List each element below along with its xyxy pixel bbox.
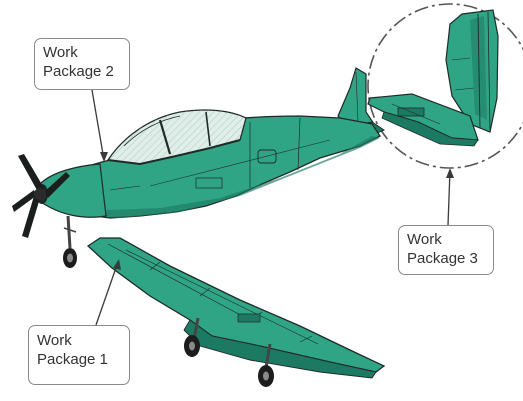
work-package-3-line2: Package 3: [407, 250, 478, 267]
work-package-2-line2: Package 2: [43, 63, 114, 80]
leader-line-wp1: [95, 261, 119, 326]
propeller-icon: [12, 154, 70, 238]
work-package-1-line2: Package 1: [37, 351, 108, 368]
horizontal-stabilizer-exploded: [367, 93, 479, 147]
leader-line-wp2: [91, 89, 105, 161]
vertical-fin-exploded: [445, 9, 499, 133]
wheel-icon: [63, 248, 77, 268]
work-package-1-line1: Work: [37, 332, 72, 349]
wing-exploded: [86, 237, 386, 379]
work-package-1-label: Work Package 1: [28, 325, 130, 385]
main-gear-left: [184, 317, 200, 357]
wheel-icon: [184, 335, 200, 357]
leader-arrow-wp1: [113, 259, 121, 270]
work-package-3-line1: Work: [407, 231, 442, 248]
canopy: [106, 109, 247, 166]
work-package-2-line1: Work: [43, 44, 78, 61]
leader-arrow-wp3: [446, 168, 454, 178]
wheel-icon: [258, 365, 274, 387]
leader-line-wp3: [447, 169, 451, 226]
work-package-3-label: Work Package 3: [398, 225, 494, 275]
nose-gear: [63, 215, 77, 268]
leader-arrow-wp2: [100, 152, 108, 162]
work-package-2-label: Work Package 2: [34, 38, 130, 90]
main-gear-right: [258, 343, 274, 387]
